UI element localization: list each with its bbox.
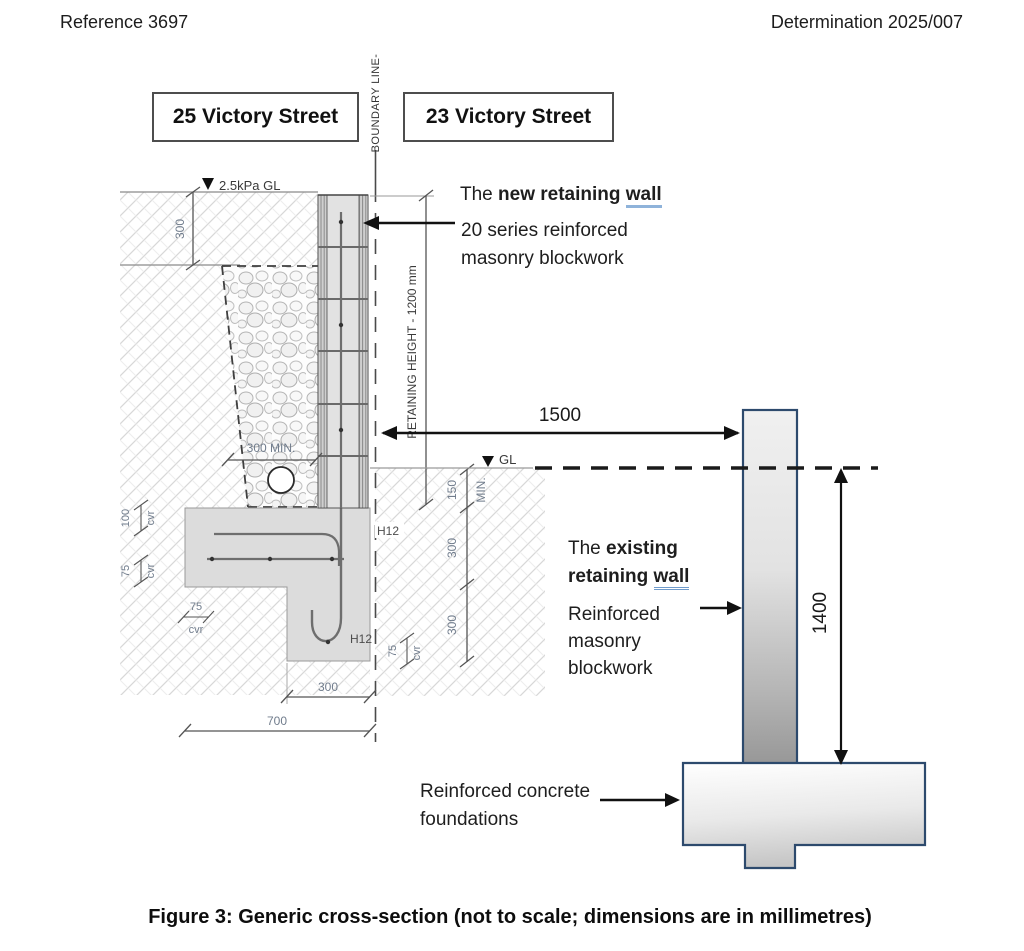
existing-wall-stem <box>741 408 799 767</box>
gravel-drainage-zone <box>221 265 318 508</box>
determination-number: Determination 2025/007 <box>770 12 963 32</box>
dim-300b-label: 300 <box>445 615 459 635</box>
retaining-height-label: RETAINING HEIGHT - 1200 mm <box>405 265 419 439</box>
surcharge-label: 2.5kPa GL <box>219 178 280 193</box>
dim-cover-75-bottom: 75 cvr <box>177 601 215 636</box>
dim-cover-75-left: 75 cvr <box>120 554 157 588</box>
new-wall-desc-line1: 20 series reinforced <box>461 220 628 241</box>
ground-lines <box>120 191 318 266</box>
dim-1400-label: 1400 <box>810 592 831 634</box>
property-label-23-victory: 23 Victory Street <box>403 92 614 142</box>
drainage-pipe <box>267 466 295 494</box>
dim-75-label: 75 <box>190 601 202 613</box>
foundations-line1: Reinforced concrete <box>420 781 591 802</box>
foundations-label: Reinforced concrete foundations <box>420 778 590 834</box>
rebar-labels: H12 H12 <box>350 522 404 646</box>
dim-100-label: 100 <box>120 509 132 527</box>
dim-75-label: 75 <box>387 645 399 657</box>
foundations-line2: foundations <box>420 809 519 830</box>
new-wall-title: The new retaining wall <box>460 181 662 209</box>
property-label-25-victory: 25 Victory Street <box>152 92 359 142</box>
foundations-arrowhead <box>665 793 680 807</box>
boundary-line: BOUNDARY LINE- <box>370 54 382 742</box>
existing-wall-title-wall: wall <box>653 566 690 590</box>
dim-75-label: 75 <box>120 565 132 577</box>
new-wall-arrowhead <box>363 216 379 230</box>
new-wall-foundation <box>184 507 371 662</box>
existing-wall-title-bold1: existing <box>606 538 678 559</box>
existing-wall-title: The existing retaining wall <box>568 535 690 591</box>
dim-top-300: 300 <box>173 186 201 271</box>
ground-level-right: GL <box>370 452 878 470</box>
dim-150-label: 150 <box>445 480 459 500</box>
existing-wall-desc-line2: masonry <box>568 631 641 652</box>
dim-base-label: 700 <box>267 714 287 728</box>
existing-wall-title-pre: The <box>568 538 607 559</box>
dim-1500: 1500 <box>381 405 740 440</box>
existing-wall-title-bold2: retaining <box>568 566 654 587</box>
h12-label-wall: H12 <box>377 524 399 538</box>
existing-wall-description: Reinforced masonry blockwork <box>568 601 660 682</box>
min-label: MIN. <box>474 477 488 502</box>
dim-300a-label: 300 <box>445 538 459 558</box>
new-wall-title-wall: wall <box>625 184 662 208</box>
dim-toe-label: 300 <box>318 680 338 694</box>
dim-300-top-label: 300 <box>173 219 187 239</box>
dim-1400: 1400 <box>810 468 848 765</box>
dim-toe-300: 300 <box>280 663 377 704</box>
figure-caption: Figure 3: Generic cross-section (not to … <box>148 906 872 928</box>
new-masonry-wall <box>317 194 369 509</box>
gl-marker <box>482 456 494 467</box>
block-course-joints <box>318 246 368 457</box>
rebar-top-bar <box>214 532 341 566</box>
boundary-line-label: BOUNDARY LINE- <box>370 54 382 153</box>
cvr-label: cvr <box>411 645 423 660</box>
gl-label: GL <box>499 452 516 467</box>
existing-wall-foundation <box>681 761 927 870</box>
dim-1500-label: 1500 <box>539 405 581 426</box>
dim-retaining-height: RETAINING HEIGHT - 1200 mm <box>370 189 434 511</box>
cvr-label: cvr <box>145 510 157 525</box>
new-wall-title-pre: The <box>460 184 499 205</box>
new-wall-description: 20 series reinforced masonry blockwork <box>461 217 628 273</box>
dim-cover-75-right: 75 cvr <box>387 632 423 670</box>
cvr-label: cvr <box>145 563 157 578</box>
existing-wall-desc-line1: Reinforced <box>568 604 660 625</box>
dim-cover-100: 100 cvr <box>120 499 157 537</box>
dim-chain-right: 150 MIN. 300 300 <box>445 463 488 668</box>
existing-wall-arrowhead <box>727 601 742 615</box>
reference-number: Reference 3697 <box>60 12 189 32</box>
existing-wall-desc-line3: blockwork <box>568 658 653 679</box>
dim-base-700: 700 <box>178 714 377 738</box>
h12-label-hook: H12 <box>350 632 372 646</box>
cvr-label: cvr <box>189 624 204 636</box>
surcharge-marker: 2.5kPa GL <box>202 178 280 193</box>
dim-gravel-300min: 300 MIN. <box>221 441 323 467</box>
new-wall-title-bold: new retaining <box>498 184 626 205</box>
new-wall-desc-line2: masonry blockwork <box>461 248 624 269</box>
dim-gravel-label: 300 MIN. <box>247 441 296 455</box>
pointer-arrows <box>363 216 742 807</box>
